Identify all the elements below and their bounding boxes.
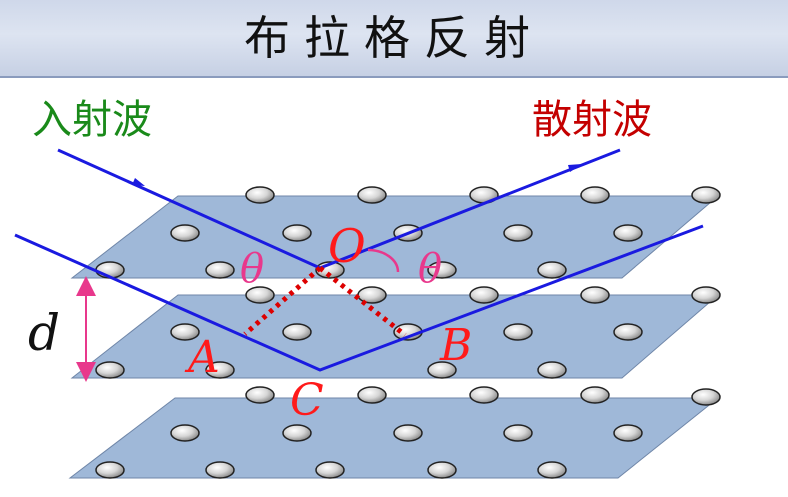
theta-label-right: θ: [418, 246, 442, 292]
atom: [282, 424, 312, 442]
atom: [393, 424, 423, 442]
lattice-plane-bottom: [68, 386, 721, 479]
point-label-A: A: [184, 332, 220, 383]
line-OB: [318, 266, 407, 337]
atom: [691, 286, 721, 304]
theta-label-left: θ: [240, 246, 264, 292]
atom: [282, 224, 312, 242]
atom: [691, 388, 721, 406]
atom: [537, 261, 567, 279]
atoms-middle: [95, 286, 721, 379]
atom: [469, 386, 499, 404]
atom: [503, 224, 533, 242]
atom: [245, 286, 275, 304]
atom: [205, 361, 235, 379]
line-OA: [243, 266, 322, 336]
lattice-plane-middle: [70, 286, 721, 379]
atom: [170, 424, 200, 442]
scattered-wave-label: 散射波: [532, 97, 652, 143]
atom: [580, 386, 610, 404]
atom: [245, 186, 275, 204]
atoms-bottom: [95, 386, 721, 479]
slide-title: 布拉格反射: [244, 11, 544, 65]
atom: [427, 261, 457, 279]
lower-ray: [14, 224, 704, 372]
path-difference-lines: [243, 266, 407, 337]
point-label-C: C: [290, 375, 324, 426]
incident-wave-label: 入射波: [32, 97, 152, 143]
atom: [427, 461, 457, 479]
atom: [580, 186, 610, 204]
atom: [503, 424, 533, 442]
atom: [205, 261, 235, 279]
atom: [613, 424, 643, 442]
atom: [170, 323, 200, 341]
atom: [469, 286, 499, 304]
atom: [580, 286, 610, 304]
atom: [95, 361, 125, 379]
point-label-O: O: [328, 219, 366, 273]
atom: [613, 323, 643, 341]
point-label-B: B: [439, 320, 472, 371]
atom: [613, 224, 643, 242]
atom: [245, 386, 275, 404]
atom: [427, 361, 457, 379]
atom: [537, 361, 567, 379]
incident-ray-arrowhead: [132, 178, 145, 186]
atom: [691, 186, 721, 204]
atom: [282, 323, 312, 341]
title-bar: 布拉格反射: [0, 0, 788, 78]
atom: [357, 286, 387, 304]
spacing-label-d: d: [28, 304, 60, 362]
atom: [357, 386, 387, 404]
atom: [205, 461, 235, 479]
atom: [537, 461, 567, 479]
atom: [503, 323, 533, 341]
atom: [170, 224, 200, 242]
theta-arc: [367, 248, 400, 273]
atom: [95, 461, 125, 479]
atom: [315, 461, 345, 479]
scattered-ray-arrowhead: [568, 164, 582, 172]
atom: [357, 186, 387, 204]
